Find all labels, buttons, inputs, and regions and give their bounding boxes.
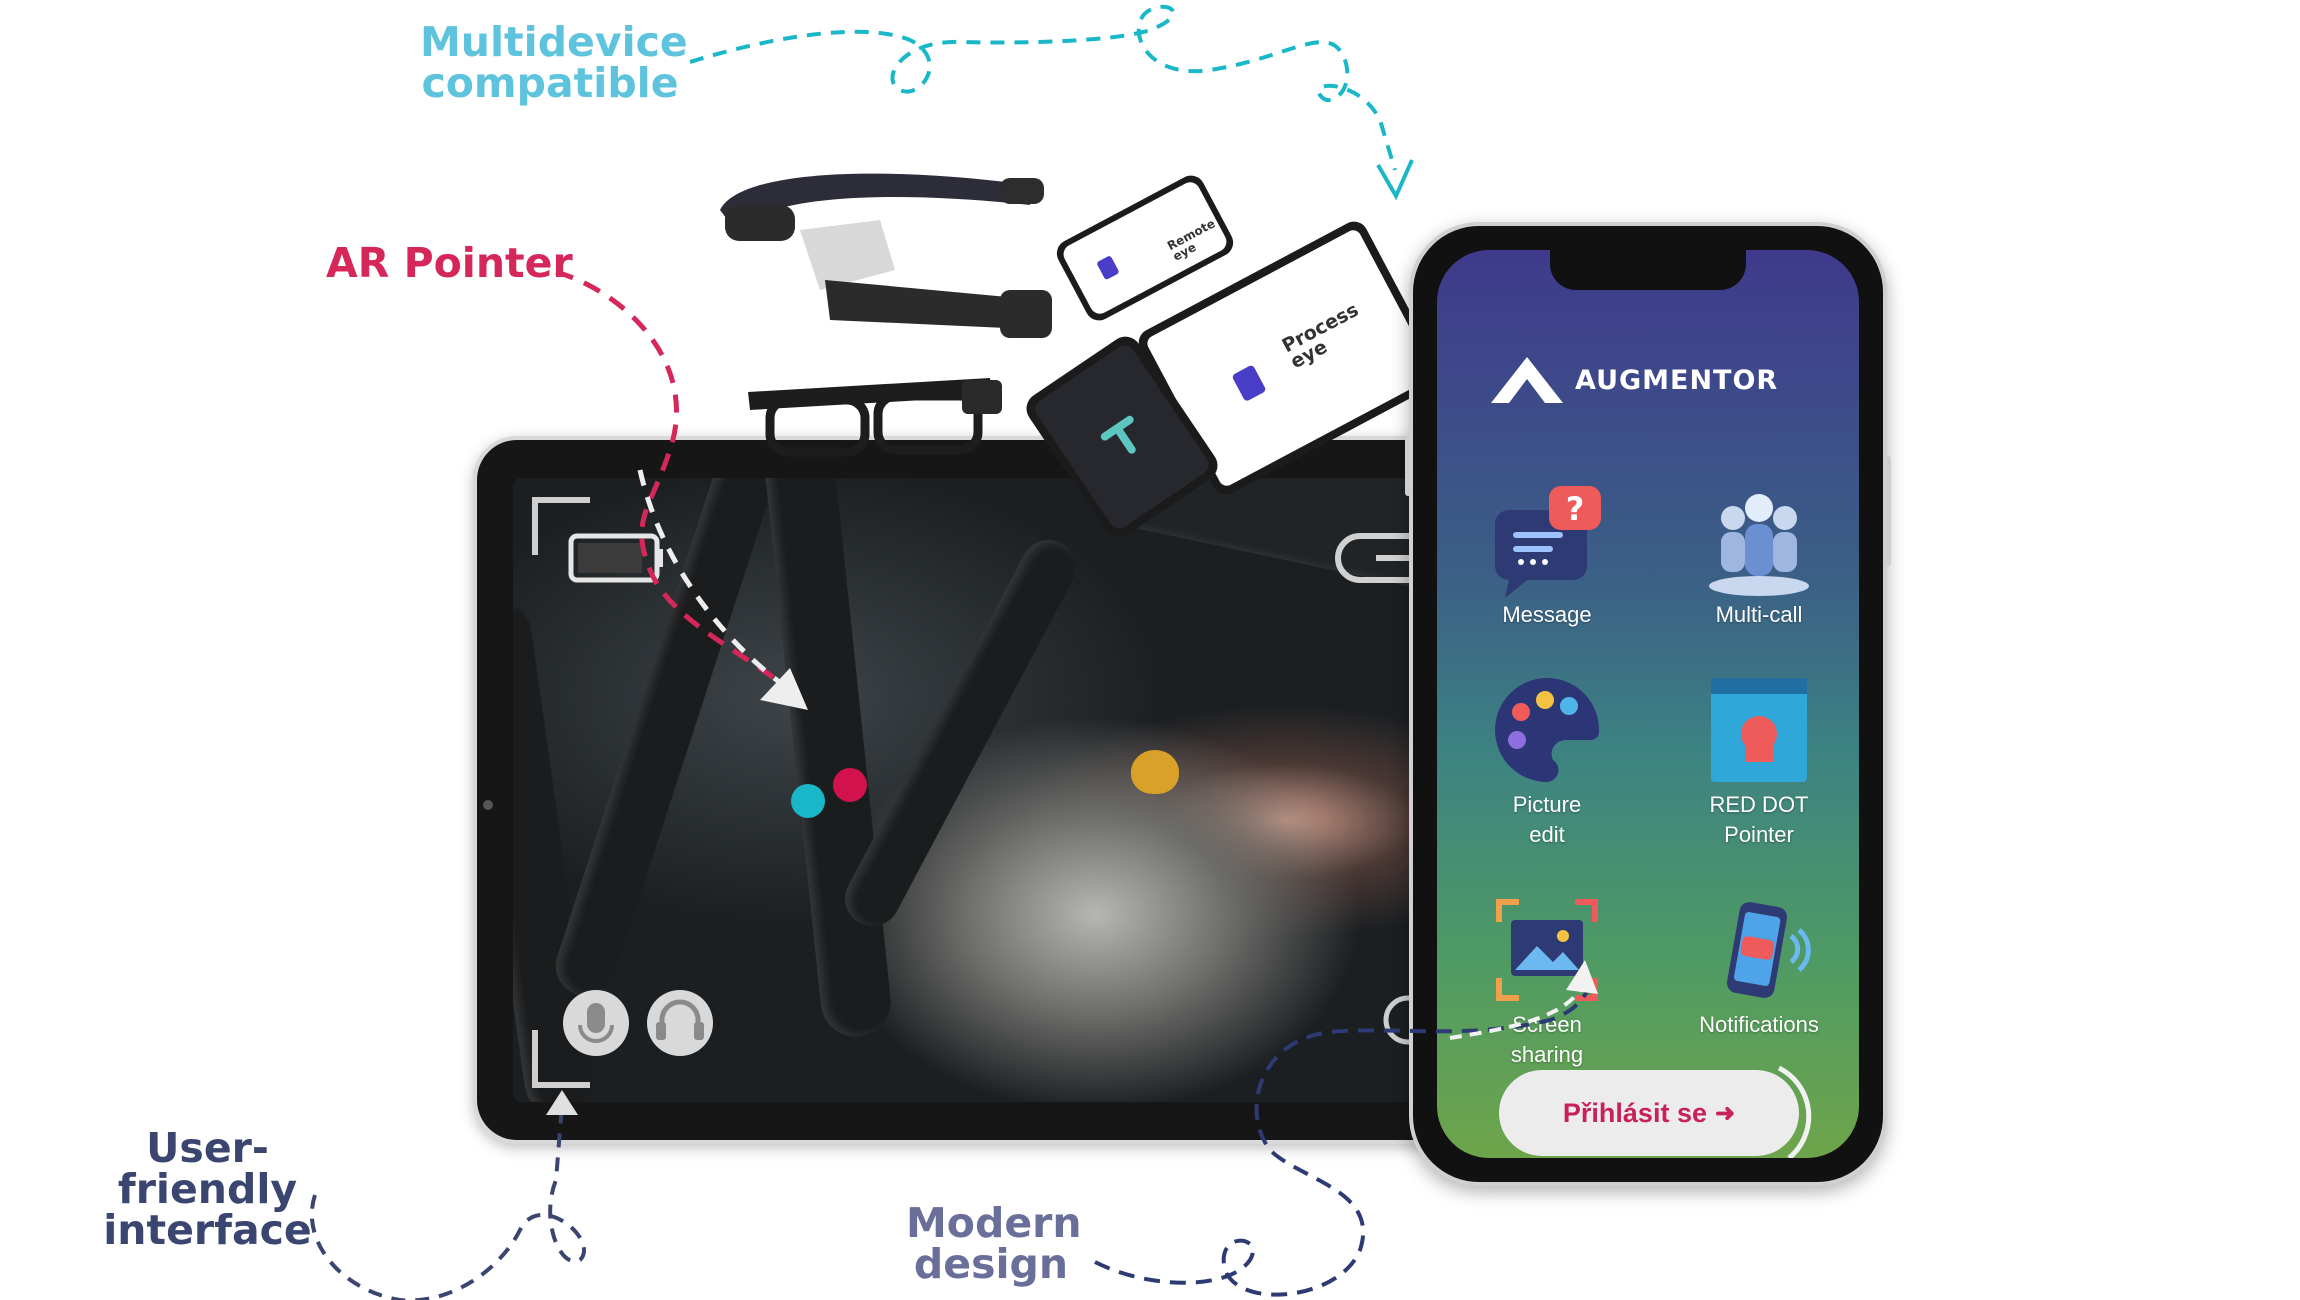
ar-headset-image: [720, 173, 1052, 338]
palette-icon: [1487, 670, 1607, 790]
t-app-phone-image: [1026, 336, 1218, 538]
tile-notifications-label: Notifications: [1699, 1012, 1819, 1037]
battery-icon: [568, 533, 663, 583]
multidevice-arrow: [689, 4, 1414, 201]
smartphone-device: AUGMENTOR ? Message: [1405, 222, 1891, 1186]
multidevice-callout-line2: compatible: [421, 59, 679, 107]
exit-icon[interactable]: [1335, 533, 1412, 583]
arrow-right-icon: ➜: [1714, 1099, 1736, 1127]
tile-message[interactable]: ? Message: [1447, 480, 1647, 630]
tile-screen-sharing[interactable]: Screen sharing: [1447, 890, 1647, 1070]
phone-power-button: [1885, 456, 1891, 566]
augmentor-app-screen: AUGMENTOR ? Message: [1437, 250, 1859, 1158]
augmentor-logo: AUGMENTOR: [1489, 350, 1819, 410]
user-friendly-callout: User-friendly interface: [70, 1128, 345, 1251]
viewfinder-corner-top-left: [532, 497, 590, 555]
headset-icon[interactable]: [647, 990, 713, 1056]
ar-pointer-callout: AR Pointer: [326, 239, 573, 287]
tile-picture-edit-label: Picture edit: [1512, 792, 1582, 847]
process-eye-tablet-image: [1138, 221, 1442, 495]
multi-call-icon: [1699, 480, 1819, 600]
modern-design-callout-line1: Modern: [906, 1199, 1082, 1247]
tile-picture-edit[interactable]: Picture edit: [1447, 670, 1647, 850]
screen-sharing-icon: [1487, 890, 1607, 1010]
ar-pointer-arrow: [555, 269, 808, 710]
user-friendly-callout-line2: interface: [103, 1206, 312, 1254]
oil-cap: [1131, 750, 1179, 794]
viewfinder-corner-bottom-left: [532, 1030, 590, 1088]
phone-notch: [1550, 250, 1746, 290]
remote-eye-phone-image: [1056, 175, 1234, 321]
login-button[interactable]: Přihlásit se ➜: [1499, 1070, 1799, 1156]
multidevice-callout-line1: Multidevice: [420, 18, 688, 66]
ar-pointer-red-dot: [833, 768, 867, 802]
login-button-label: Přihlásit se: [1562, 1097, 1707, 1128]
user-friendly-arrow: [309, 1090, 586, 1300]
phone-notification-icon: [1699, 890, 1819, 1010]
tile-message-label: Message: [1502, 602, 1592, 627]
svg-text:?: ?: [1566, 490, 1585, 528]
ar-pointer-cyan-dot: [791, 784, 825, 818]
modern-design-arrow: [1094, 960, 1598, 1297]
red-dot-pointer-icon: [1699, 670, 1819, 790]
tile-multi-call-label: Multi-call: [1715, 602, 1803, 627]
tile-red-dot-pointer[interactable]: RED DOT Pointer: [1659, 670, 1859, 850]
message-icon: ?: [1487, 480, 1607, 600]
tile-notifications[interactable]: Notifications: [1659, 890, 1859, 1040]
tile-screen-sharing-label: Screen sharing: [1510, 1012, 1584, 1067]
tablet-camera: [483, 800, 493, 810]
microphone-icon[interactable]: [563, 990, 629, 1056]
multidevice-callout: Multidevice compatible: [420, 18, 688, 107]
tile-multi-call[interactable]: Multi-call: [1659, 480, 1859, 630]
smart-glasses-image: [748, 378, 1002, 457]
augmentor-brand-text: AUGMENTOR: [1575, 364, 1779, 396]
phone-volume-button: [1405, 436, 1411, 496]
modern-design-callout: Modern design: [906, 1199, 1082, 1288]
tile-red-dot-pointer-label: RED DOT Pointer: [1709, 792, 1809, 847]
modern-design-callout-line2: design: [913, 1240, 1069, 1288]
augmentor-logo-icon: [1491, 357, 1563, 403]
login-button-swoosh: [1777, 1065, 1812, 1158]
user-friendly-callout-line1: User-friendly: [117, 1124, 298, 1213]
